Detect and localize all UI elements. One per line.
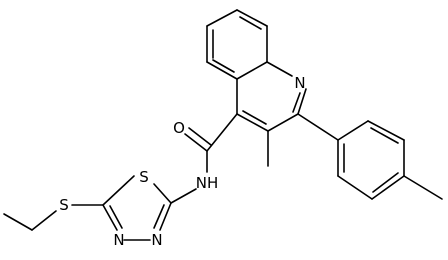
bond-s-ch2 [31,210,57,231]
amide-nh-label: NH [196,174,219,192]
bonds [3,9,443,241]
bond-nh-thiadiazole [170,188,197,204]
bond-s1-c5td [102,175,135,206]
carbonyl-oxygen-label: O [173,119,185,137]
bond-benzo-3 [236,61,268,80]
bond-benzo-1 [236,9,268,27]
atom-labels: N O NH S S N N [59,74,305,249]
bond-tolyl-inner-2 [372,172,399,193]
bond-tolyl-5 [337,175,373,200]
bond-c3-c4 [236,113,269,132]
bond-c8a-n1 [266,61,293,77]
quinoline-nitrogen-label: N [294,74,305,92]
bond-c4-carbonyl [206,113,238,152]
thiadiazole-nitrogen-upper-label: N [151,231,162,249]
bond-n3-c2td-inner [153,204,165,229]
bond-tolyl-2 [367,120,405,141]
bond-carbonyl-o-double [188,127,212,146]
thiadiazole-nitrogen-lower-label: N [113,231,124,249]
bond-c3-c4-inner [242,110,267,125]
bond-tolyl-inner-1 [370,127,399,144]
bond-c2-tolyl [297,113,339,141]
bond-n1-c2 [297,88,307,115]
thioether-sulfur-label: S [59,196,69,214]
bond-ch2-ch3 [3,213,33,231]
thiadiazole-sulfur-label: S [139,168,149,186]
bond-carbonyl-o [184,133,208,152]
bond-tolyl-4 [371,175,405,200]
bond-n3-c2td [159,202,172,231]
bond-c5td-n4 [102,204,118,231]
bond-c2td-s1 [153,183,172,204]
bond-c2-c3 [267,113,299,132]
bond-c5td-n4-inner [109,205,123,229]
bond-tolyl-1 [337,120,369,141]
bond-benzo-inner-2 [212,59,235,73]
bond-benzo-6 [206,9,238,27]
bond-benzo-4 [206,61,238,80]
bond-n1-c2-inner [292,92,301,113]
bond-tolyl-methyl [403,175,443,200]
bond-benzo-inner-1 [239,16,262,30]
